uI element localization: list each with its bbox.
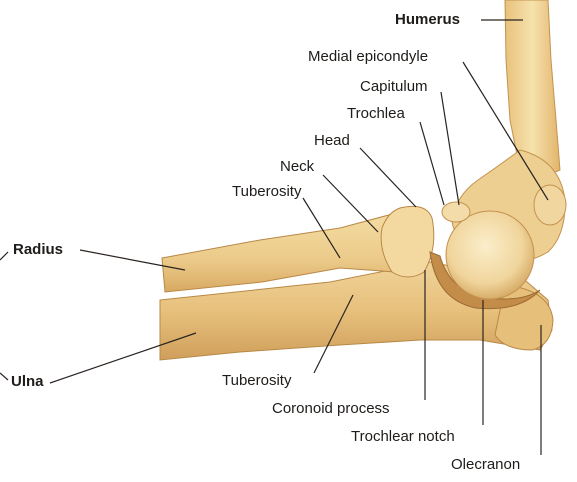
label-trochlea: Trochlea: [347, 105, 405, 123]
label-radius: Radius: [13, 241, 63, 259]
leader-neck: [323, 175, 378, 232]
label-trochlear-notch: Trochlear notch: [351, 428, 455, 446]
leader-trochlea: [420, 122, 444, 205]
label-tuberosity-radius: Tuberosity: [232, 183, 301, 201]
label-head: Head: [314, 132, 350, 150]
leader-head: [360, 148, 416, 207]
radius-head: [381, 206, 434, 277]
trochlea: [446, 211, 534, 299]
label-ulna: Ulna: [11, 373, 44, 391]
label-tuberosity-ulna: Tuberosity: [222, 372, 291, 390]
medial-epicondyle: [534, 185, 566, 225]
label-humerus: Humerus: [395, 11, 460, 29]
leader-ulna-tick: [0, 373, 8, 380]
label-coronoid-process: Coronoid process: [272, 400, 390, 418]
label-capitulum: Capitulum: [360, 78, 428, 96]
humerus-shaft: [505, 0, 560, 175]
label-olecranon: Olecranon: [451, 456, 520, 474]
label-neck: Neck: [280, 158, 314, 176]
leader-radius-tick: [0, 252, 8, 260]
leader-capitulum: [441, 92, 459, 205]
capitulum: [442, 202, 470, 222]
label-medial-epicondyle: Medial epicondyle: [308, 48, 428, 66]
